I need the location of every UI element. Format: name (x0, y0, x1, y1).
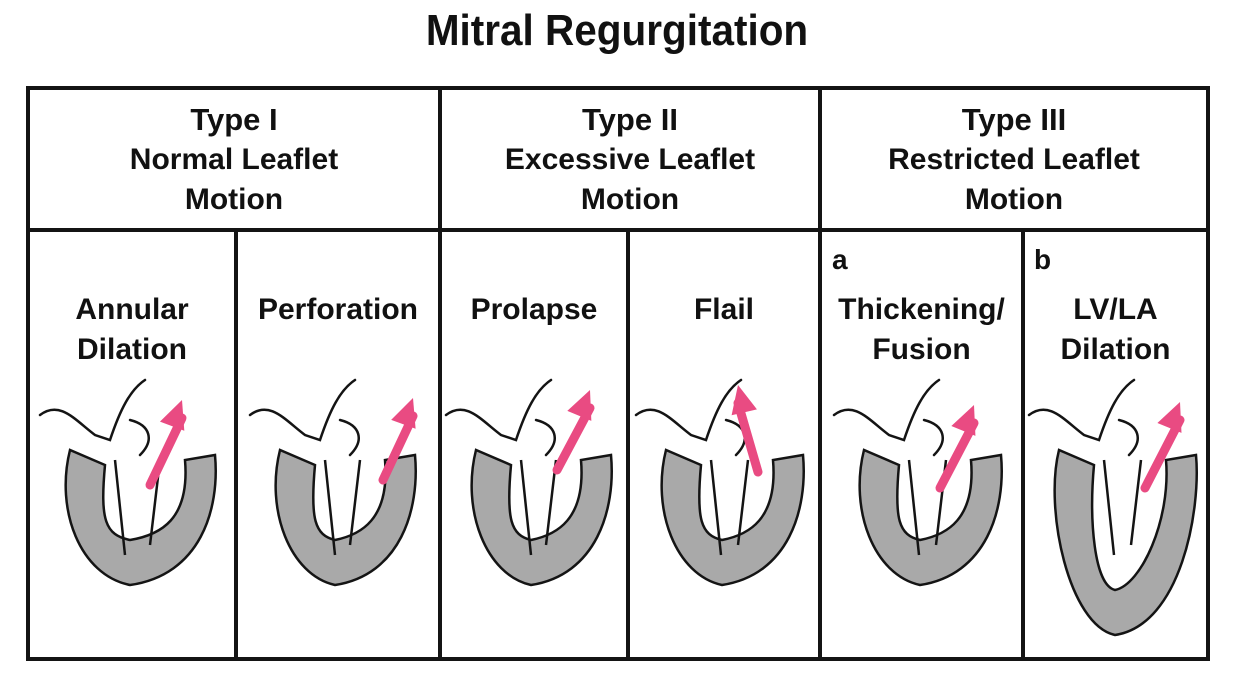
heart-perforation-illustration (248, 378, 418, 587)
mitral-leaflets-6 (1102, 459, 1143, 556)
panel-5-label-line2: Fusion (872, 333, 971, 366)
heart-prolapse-illustration (444, 378, 613, 587)
panel-divider-1 (234, 228, 238, 661)
type-3-name: Type III (961, 102, 1067, 137)
panel-4-label-line1: Flail (693, 293, 754, 326)
ventricle-wall-4 (660, 448, 805, 587)
atrium-outline-2 (248, 378, 360, 457)
type-2-desc-line1: Excessive Leaflet (504, 143, 756, 176)
type-1-header: Type I Normal Leaflet Motion (30, 100, 438, 220)
ventricle-wall-3 (470, 448, 613, 587)
type-3-desc-line2: Motion (964, 183, 1064, 216)
panel-5-label: Thickening/ Fusion (822, 290, 1021, 370)
panel-3-label: Prolapse (442, 290, 626, 330)
panel-5-letter: a (832, 244, 848, 275)
type-1-desc-line2: Motion (184, 183, 284, 216)
heart-thickening-fusion-illustration (832, 378, 1003, 587)
regurgitant-jet-arrowhead-5 (951, 405, 976, 436)
type-divider-1 (438, 86, 442, 661)
panel-divider-3 (1021, 228, 1025, 661)
panel-1-label-line2: Dilation (77, 333, 187, 366)
atrium-outline-4 (634, 378, 746, 457)
regurgitant-jet-5 (935, 418, 979, 493)
regurgitant-jet-6 (1140, 415, 1185, 493)
type-2-header: Type II Excessive Leaflet Motion (442, 100, 818, 220)
page-title: Mitral Regurgitation (425, 6, 809, 55)
type-1-desc-line1: Normal Leaflet (129, 143, 339, 176)
type-1-name: Type I (190, 102, 278, 137)
regurgitant-jet-arrowhead-1 (159, 400, 185, 431)
panel-5-label-line1: Thickening/ (838, 293, 1005, 326)
panel-1-label: Annular Dilation (30, 290, 234, 370)
ventricle-wall-2 (274, 448, 417, 587)
atrium-outline-6 (1027, 378, 1139, 457)
type-3-header: Type III Restricted Leaflet Motion (822, 100, 1206, 220)
regurgitant-jet-arrowhead-4 (731, 385, 757, 416)
mitral-leaflets-4 (709, 459, 750, 556)
panel-6-letter: b (1034, 244, 1052, 275)
classification-table (26, 86, 1210, 661)
panel-6-label: LV/LA Dilation (1025, 290, 1206, 370)
mitral-leaflets-2 (323, 459, 362, 556)
panel-divider-2 (626, 228, 630, 661)
regurgitant-jet-arrowhead-6 (1157, 402, 1182, 433)
regurgitant-jet-arrowhead-3 (567, 390, 592, 421)
type-2-desc-line2: Motion (580, 183, 680, 216)
type-divider-2 (818, 86, 822, 661)
atrium-outline-3 (444, 378, 556, 457)
regurgitant-jet-1 (145, 413, 187, 490)
panel-4-label: Flail (630, 290, 818, 330)
regurgitant-jet-4 (733, 398, 763, 477)
ventricle-wall-5 (858, 448, 1003, 587)
heart-lv-la-dilation-illustration (1027, 378, 1198, 637)
panel-2-label-line1: Perforation (257, 293, 419, 326)
type-3-desc-line1: Restricted Leaflet (888, 143, 1140, 176)
panel-6-label-line2: Dilation (1060, 333, 1171, 366)
ventricle-wall-1 (64, 448, 217, 587)
heart-flail-illustration (634, 378, 805, 587)
header-divider (26, 228, 1210, 232)
mitral-leaflets-3 (519, 459, 558, 556)
regurgitant-jet-arrowhead-2 (391, 398, 416, 429)
type-2-name: Type II (582, 102, 678, 137)
panel-6-label-line1: LV/LA (1073, 293, 1158, 326)
ventricle-wall-6 (1053, 448, 1198, 637)
atrium-outline-5 (832, 378, 944, 457)
panel-2-label: Perforation (238, 290, 438, 330)
regurgitant-jet-2 (378, 411, 418, 485)
regurgitant-jet-3 (552, 403, 595, 475)
heart-annular-dilation-illustration (38, 378, 217, 587)
panel-3-label-line1: Prolapse (470, 293, 598, 326)
panel-1-label-line1: Annular (75, 293, 189, 326)
atrium-outline-1 (38, 378, 150, 457)
